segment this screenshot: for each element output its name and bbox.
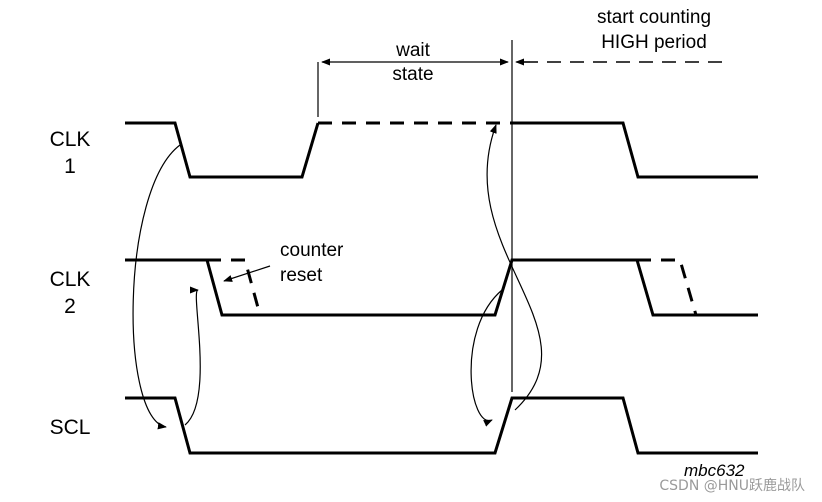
scl-to-clk1-curve <box>486 124 543 411</box>
counter-reset-label-line2: reset <box>280 265 323 286</box>
scl-label: SCL <box>50 416 91 439</box>
clk2-late-dashed <box>637 258 698 316</box>
watermark: CSDN @HNU跃鹿战队 <box>659 477 805 494</box>
scl-to-clk2-curve <box>184 286 201 426</box>
clk1-label-line1: CLK <box>50 128 91 151</box>
clk1-to-scl-curve <box>132 144 181 430</box>
clk1-label-line2: 1 <box>64 155 76 178</box>
clk2-label-line2: 2 <box>64 295 76 318</box>
start-counting-label-line2: HIGH period <box>601 32 707 53</box>
start-counting-label-line1: start counting <box>597 7 711 28</box>
wait-label-line2: state <box>392 64 433 85</box>
clk1-waveform <box>125 121 320 179</box>
scl-waveform <box>125 396 758 455</box>
counter-reset-label-line1: counter <box>280 240 344 261</box>
wait-label-line1: wait <box>395 40 431 61</box>
clk2-label-line1: CLK <box>50 268 91 291</box>
clk2-waveform <box>125 258 758 317</box>
clk2-reset-dashed <box>207 258 262 316</box>
clk2-to-scl-curve <box>470 289 503 427</box>
counter-reset-arrow <box>223 265 271 282</box>
figure-reference: mbc632 <box>684 461 745 480</box>
clk1-waveform-high <box>512 121 758 179</box>
